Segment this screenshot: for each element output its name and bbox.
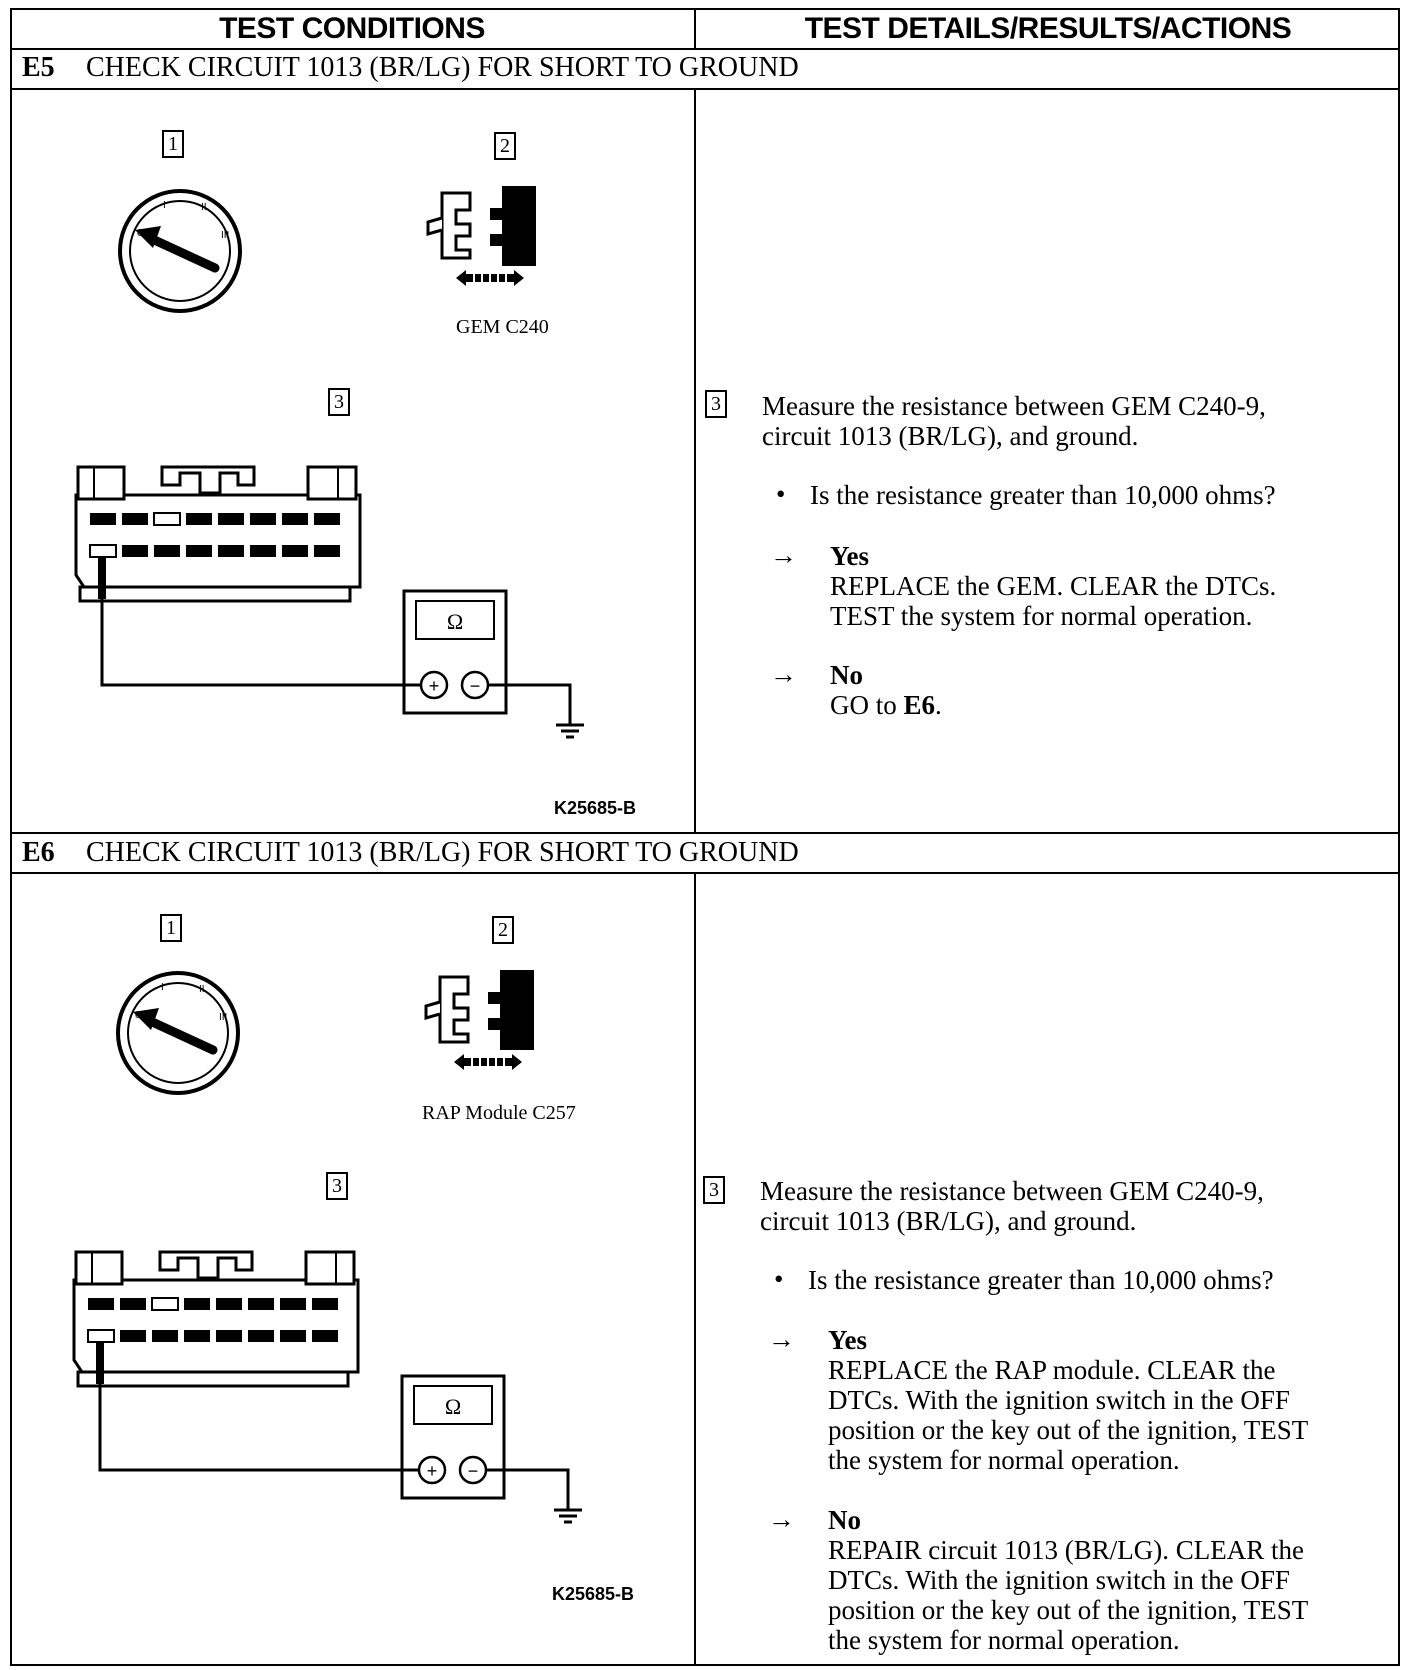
figure-step-3: 3 [326, 1172, 348, 1200]
step-id: E6 [22, 837, 55, 868]
no-action-line-4: the system for normal operation. [828, 1625, 1180, 1655]
instruction-line-2: circuit 1013 (BR/LG), and ground. [760, 1206, 1137, 1236]
plus-terminal: + [429, 676, 440, 696]
e6-title-divider [10, 872, 1400, 874]
yes-action-line-2: TEST the system for normal operation. [830, 601, 1253, 631]
figure-step-3: 3 [328, 388, 350, 416]
instruction-line-1: Measure the resistance between GEM C240-… [760, 1176, 1264, 1206]
step-e6-title: E6 CHECK CIRCUIT 1013 (BR/LG) FOR SHORT T… [22, 837, 799, 869]
no-arrow: → [768, 1504, 795, 1534]
plus-terminal: + [427, 1461, 438, 1481]
question-text: Is the resistance greater than 10,000 oh… [808, 1265, 1274, 1295]
step-title-text: CHECK CIRCUIT 1013 (BR/LG) FOR SHORT TO … [86, 52, 799, 83]
step-id: E5 [22, 52, 55, 83]
yes-arrow: → [770, 540, 797, 570]
table-frame [10, 8, 1400, 1666]
yes-action-line-3: position or the key out of the ignition,… [828, 1415, 1309, 1445]
svg-text:III: III [221, 230, 229, 241]
detail-step-number: 3 [703, 1176, 725, 1204]
question-bullet: • [774, 1264, 784, 1294]
svg-text:I: I [163, 200, 166, 211]
minus-terminal: − [468, 1461, 479, 1481]
no-label: No [830, 660, 863, 690]
figure-step-1: 1 [162, 130, 184, 158]
yes-action-line-4: the system for normal operation. [828, 1445, 1180, 1475]
detail-step-number: 3 [705, 390, 727, 418]
step-title-text: CHECK CIRCUIT 1013 (BR/LG) FOR SHORT TO … [86, 837, 799, 868]
yes-label: Yes [830, 541, 869, 571]
connector-meter-diagram: Ω + − [74, 465, 584, 739]
e6-column-divider [694, 872, 696, 1666]
instruction-line-1: Measure the resistance between GEM C240-… [762, 391, 1266, 421]
e6-top-divider [10, 832, 1400, 834]
yes-action-line-1: REPLACE the RAP module. CLEAR the [828, 1355, 1276, 1385]
connector-label: GEM C240 [456, 316, 549, 338]
yes-label: Yes [828, 1325, 867, 1355]
header-column-divider [694, 8, 696, 50]
no-action: GO to E6. [830, 690, 942, 720]
connector-meter-diagram: Ω + − [72, 1250, 582, 1524]
figure-step-2: 2 [492, 916, 514, 944]
ohm-symbol: Ω [447, 609, 463, 634]
e5-column-divider [694, 88, 696, 834]
connector-disconnect-icon [426, 186, 536, 286]
no-action-line-3: position or the key out of the ignition,… [828, 1595, 1309, 1625]
yes-action-line-2: DTCs. With the ignition switch in the OF… [828, 1385, 1290, 1415]
no-action-suffix: . [935, 690, 942, 720]
ohm-symbol: Ω [445, 1394, 461, 1419]
svg-text:II: II [199, 984, 205, 995]
header-divider [10, 48, 1400, 50]
minus-terminal: − [470, 676, 481, 696]
yes-action-line-1: REPLACE the GEM. CLEAR the DTCs. [830, 571, 1277, 601]
figure-step-1: 1 [160, 914, 182, 942]
no-action-prefix: GO to [830, 690, 904, 720]
ignition-switch-icon: 0 I II III [116, 971, 240, 1095]
figure-code: K25685-B [554, 798, 637, 818]
instruction-line-2: circuit 1013 (BR/LG), and ground. [762, 421, 1139, 451]
connector-disconnect-icon [424, 970, 534, 1070]
step-e5-title: E5 CHECK CIRCUIT 1013 (BR/LG) FOR SHORT T… [22, 52, 799, 84]
svg-text:I: I [161, 982, 164, 993]
ignition-switch-icon: 0 I II III [118, 189, 242, 313]
no-action-line-1: REPAIR circuit 1013 (BR/LG). CLEAR the [828, 1535, 1304, 1565]
question-text: Is the resistance greater than 10,000 oh… [810, 480, 1276, 510]
svg-text:III: III [219, 1012, 227, 1023]
no-action-line-2: DTCs. With the ignition switch in the OF… [828, 1565, 1290, 1595]
goto-step-link[interactable]: E6 [903, 690, 936, 720]
diagnostic-page: TEST CONDITIONS TEST DETAILS/RESULTS/ACT… [10, 8, 1400, 1666]
no-arrow: → [770, 659, 797, 689]
connector-label: RAP Module C257 [422, 1102, 576, 1124]
figure-step-2: 2 [494, 132, 516, 160]
no-label: No [828, 1505, 861, 1535]
figure-code: K25685-B [552, 1584, 635, 1604]
e5-title-divider [10, 88, 1400, 90]
question-bullet: • [776, 479, 786, 509]
svg-text:II: II [201, 202, 207, 213]
header-test-conditions: TEST CONDITIONS [219, 12, 485, 45]
yes-arrow: → [768, 1324, 795, 1354]
header-test-details: TEST DETAILS/RESULTS/ACTIONS [804, 12, 1292, 45]
